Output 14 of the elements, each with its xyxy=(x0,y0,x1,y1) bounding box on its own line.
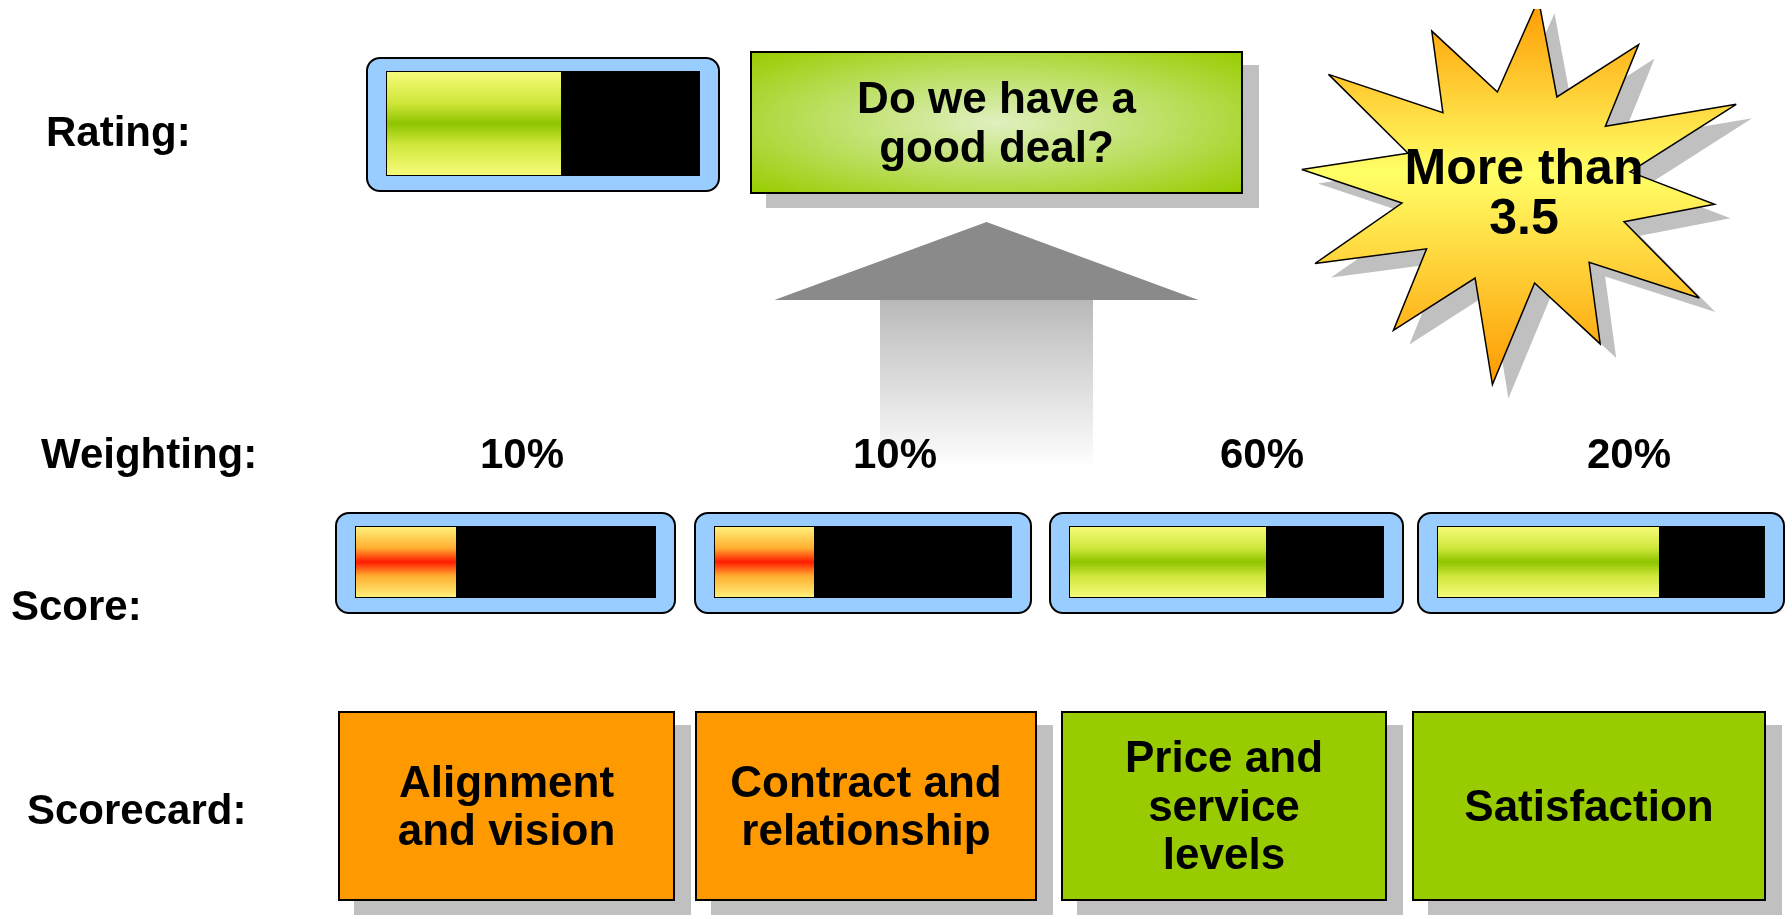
score-bar xyxy=(694,512,1032,614)
score-bar xyxy=(335,512,676,614)
score-bar xyxy=(1417,512,1785,614)
percentage-label: 20% xyxy=(1585,430,1673,478)
rating-bar xyxy=(366,57,720,192)
row-label: Weighting: xyxy=(41,430,258,478)
score-bar xyxy=(1049,512,1404,614)
percentage-label: 10% xyxy=(478,430,566,478)
row-label: Rating: xyxy=(46,108,191,156)
percentage-label: 60% xyxy=(1218,430,1306,478)
callout-text: More than 3.5 xyxy=(1403,142,1645,242)
row-label: Score: xyxy=(11,582,142,630)
row-label: Scorecard: xyxy=(27,786,247,834)
percentage-label: 10% xyxy=(851,430,939,478)
